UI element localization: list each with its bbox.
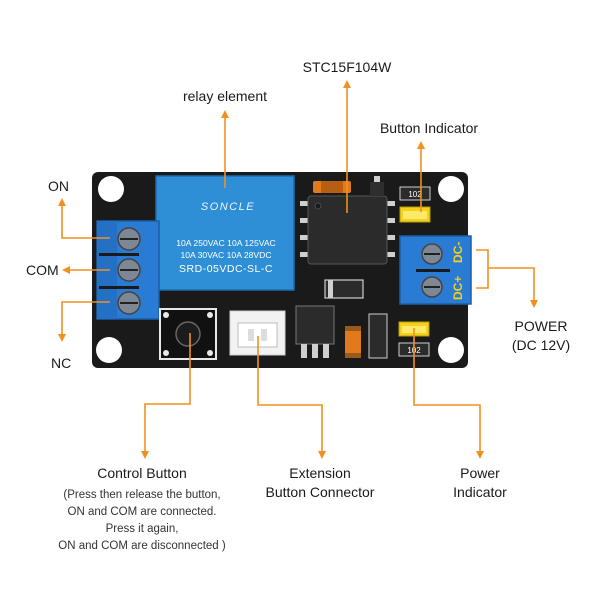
power-terminal-block: DC+ DC- (399, 235, 472, 305)
button-indicator-led (399, 206, 431, 223)
relay-model: SRD-05VDC-SL-C (179, 263, 273, 275)
callout-lines (58, 80, 538, 459)
label-power-voltage: (DC 12V) (511, 337, 571, 353)
arrow-power-indicator (413, 328, 484, 459)
smd-transistor (370, 182, 384, 196)
label-control-button: Control Button (97, 465, 187, 481)
label-nc: NC (51, 355, 72, 371)
mount-hole-tl (98, 176, 124, 202)
arrow-power (488, 267, 538, 308)
control-note-line1: (Press then release the button, (63, 489, 221, 501)
diode (324, 279, 364, 299)
label-extension-connector: Button Connector (265, 484, 375, 500)
mount-hole-br (438, 337, 464, 363)
control-note: (Press then release the button, ON and C… (58, 487, 225, 555)
voltage-regulator (295, 305, 335, 358)
label-relay-element: relay element (182, 88, 268, 104)
label-mcu: STC15F104W (302, 59, 392, 75)
label-button-indicator: Button Indicator (379, 120, 479, 136)
capacitor-black (368, 313, 388, 359)
label-on: ON (48, 178, 69, 194)
dc-minus-label: DC- (451, 242, 465, 263)
capacitor-orange (345, 326, 361, 358)
mount-hole-tr (438, 176, 464, 202)
control-button (159, 308, 217, 360)
dc-plus-label: DC+ (451, 276, 465, 300)
label-extension: Extension (289, 465, 351, 481)
label-power-indicator: Power (460, 465, 500, 481)
relay-spec-line1: 10A 250VAC 10A 125VAC (176, 238, 276, 248)
label-com: COM (26, 262, 59, 278)
arrow-control-button (141, 333, 191, 459)
power-bracket (476, 249, 489, 289)
control-note-line4: ON and COM are disconnected ) (58, 540, 226, 552)
arrow-nc (58, 301, 110, 342)
control-note-line2: ON and COM are connected. (67, 506, 217, 518)
svg-text:102: 102 (408, 190, 422, 199)
relay-spec-line2: 10A 30VAC 10A 28VDC (180, 250, 271, 260)
resistor-top: 102 (399, 186, 431, 201)
relay-element: SONCLE 10A 250VAC 10A 125VAC 10A 30VAC 1… (155, 175, 295, 291)
label-power-indicator-2: Indicator (453, 484, 507, 500)
label-power: POWER (514, 318, 568, 334)
relay-brand: SONCLE (201, 201, 255, 213)
control-note-line3: Press it again, (105, 523, 179, 535)
arrow-extension (257, 336, 326, 459)
mount-hole-bl (96, 337, 122, 363)
arrow-on (58, 198, 110, 239)
